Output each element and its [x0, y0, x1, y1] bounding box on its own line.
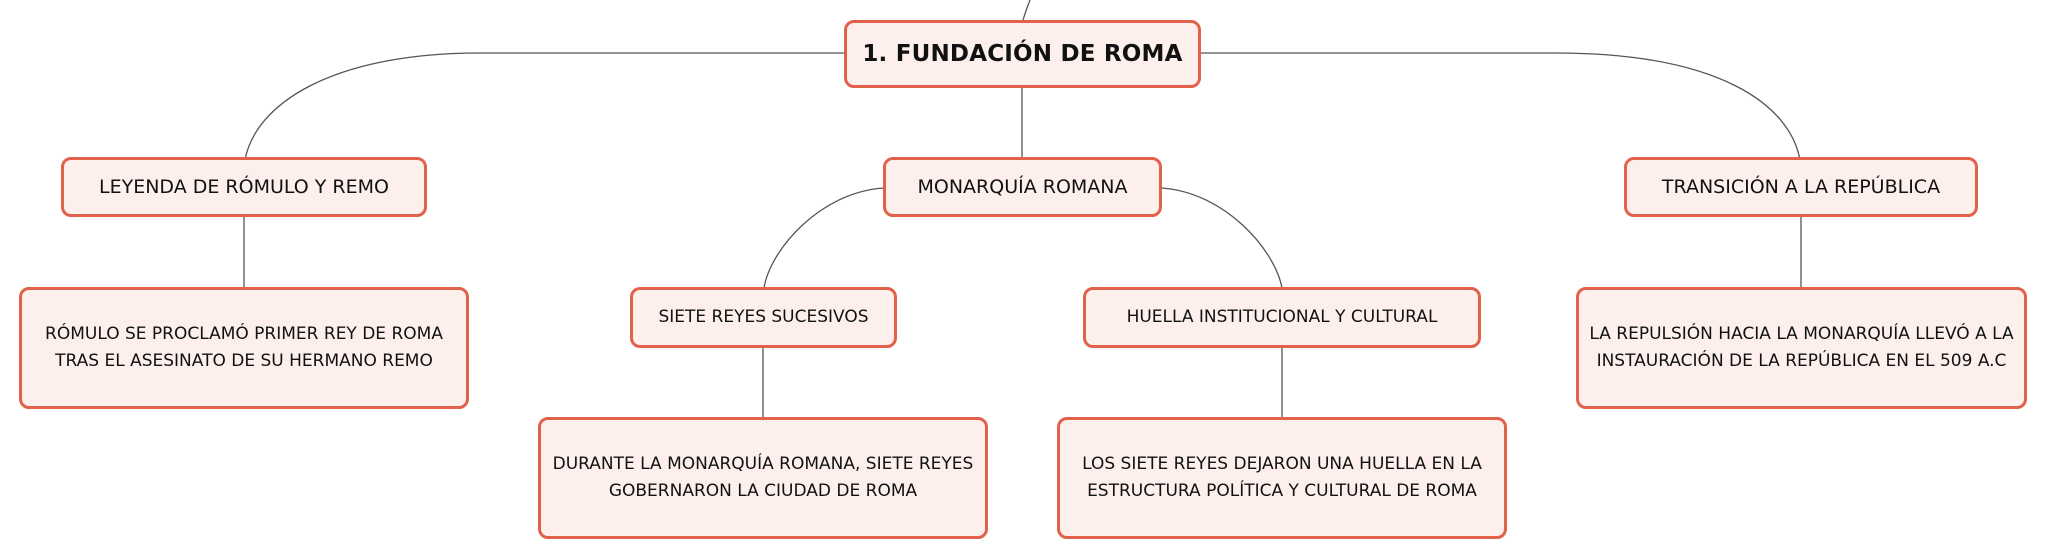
connector-root-to-leyenda	[244, 52, 846, 161]
node-siete-reyes-sucesivos[interactable]: SIETE REYES SUCESIVOS	[630, 287, 897, 348]
node-transicion-republica[interactable]: TRANSICIÓN A LA REPÚBLICA	[1624, 157, 1978, 217]
node-siete-reyes-huella[interactable]: LOS SIETE REYES DEJARON UNA HUELLA EN LA…	[1057, 417, 1507, 539]
node-root-fundacion[interactable]: 1. FUNDACIÓN DE ROMA	[844, 20, 1201, 88]
node-huella-institucional[interactable]: HUELLA INSTITUCIONAL Y CULTURAL	[1083, 287, 1481, 348]
node-durante-monarquia[interactable]: DURANTE LA MONARQUÍA ROMANA, SIETE REYES…	[538, 417, 988, 539]
node-repulsion-monarquia[interactable]: LA REPULSIÓN HACIA LA MONARQUÍA LLEVÓ A …	[1576, 287, 2027, 409]
node-leyenda-romulo-remo[interactable]: LEYENDA DE RÓMULO Y REMO	[61, 157, 427, 217]
connector-parent-to-root	[1022, 0, 1031, 21]
node-monarquia-romana[interactable]: MONARQUÍA ROMANA	[883, 157, 1162, 217]
connector-monarquia-to-huella	[1160, 187, 1283, 289]
connector-monarquia-to-siete-reyes	[763, 187, 885, 289]
connector-root-to-transicion	[1200, 52, 1801, 161]
node-romulo-proclamacion[interactable]: RÓMULO SE PROCLAMÓ PRIMER REY DE ROMA TR…	[19, 287, 469, 409]
